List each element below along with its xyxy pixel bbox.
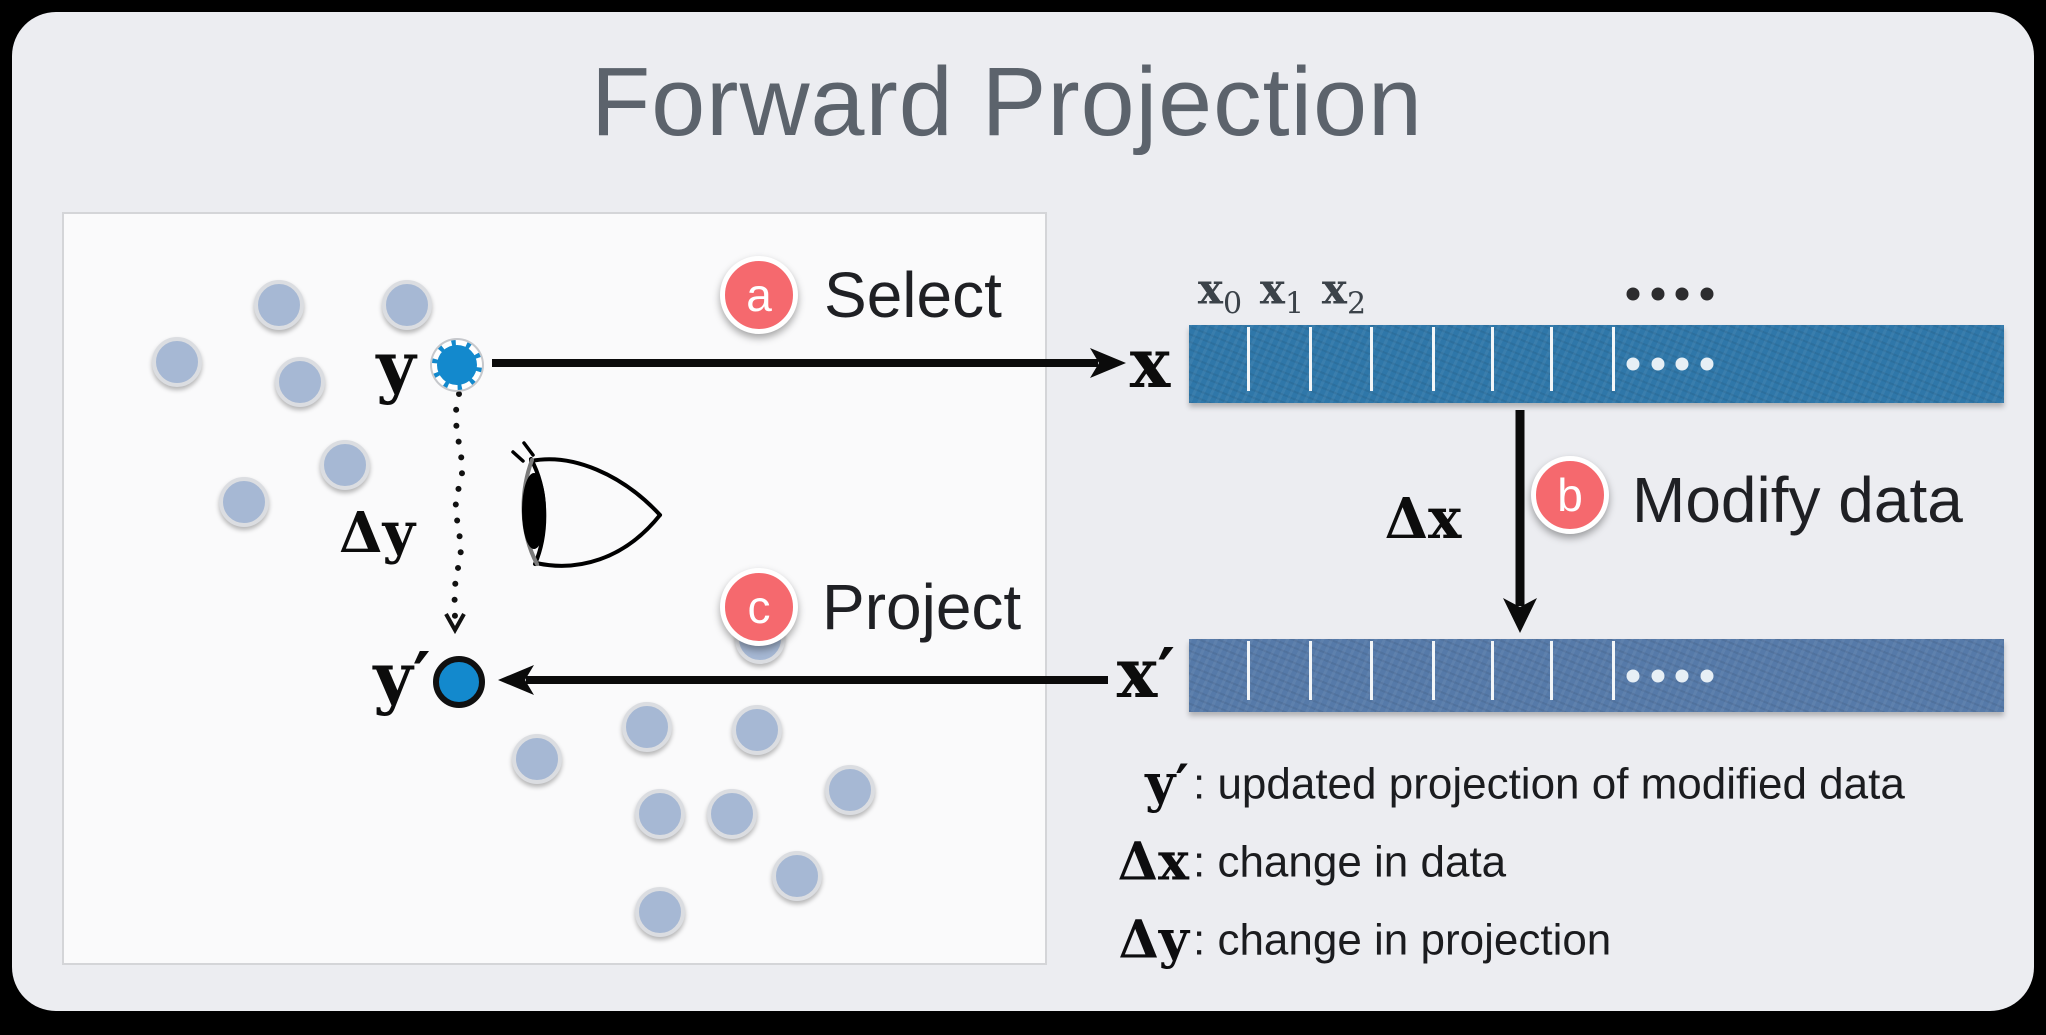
- vector-cell-separator: [1247, 641, 1250, 700]
- updated-point-label: y′: [373, 638, 431, 718]
- page-title: Forward Projection: [590, 47, 1424, 156]
- selected-point-label: y: [376, 327, 416, 407]
- vector-ellipsis-dot: [1651, 669, 1665, 682]
- vector-ellipsis-dot: [1626, 669, 1640, 682]
- delta-x-label: Δx: [1384, 486, 1462, 552]
- legend-symbol: Δy: [1118, 909, 1189, 971]
- data-point[interactable]: [320, 440, 370, 490]
- data-point[interactable]: [219, 477, 269, 527]
- data-point[interactable]: [635, 887, 685, 937]
- cell-label-x1: x1: [1260, 265, 1304, 322]
- vector-cell-separator: [1612, 641, 1615, 700]
- legend-symbol: y′: [1145, 753, 1189, 815]
- vector-cell-separator: [1432, 327, 1435, 391]
- step-b-badge: b: [1531, 456, 1609, 534]
- vector-cell-separator: [1612, 327, 1615, 391]
- data-point[interactable]: [772, 851, 822, 901]
- vector-cell-separator: [1491, 641, 1494, 700]
- legend-symbol: Δx: [1117, 831, 1189, 893]
- data-point[interactable]: [254, 280, 304, 330]
- step-a-label: Select: [824, 259, 1002, 331]
- step-c-letter: c: [747, 581, 771, 633]
- step-a-letter: a: [746, 269, 772, 321]
- modified-vector-bar: [1189, 639, 2004, 712]
- step-b-label: Modify data: [1632, 464, 1963, 536]
- slide-card: Forward Projection: [12, 12, 2034, 1011]
- data-point[interactable]: [707, 789, 757, 839]
- vector-cell-separator: [1432, 641, 1435, 700]
- vector-ellipsis-dot: [1700, 669, 1714, 682]
- updated-projection-point: [433, 656, 485, 708]
- vector-cell-separator: [1370, 327, 1373, 391]
- vector-ellipsis-dot: [1675, 669, 1689, 682]
- step-b-letter: b: [1557, 469, 1583, 521]
- data-point[interactable]: [382, 280, 432, 330]
- vector-cell-separator: [1550, 327, 1553, 391]
- header-ellipsis-dot: [1700, 287, 1714, 301]
- vector-ellipsis-dot: [1675, 357, 1689, 371]
- cell-label-sub: 1: [1284, 286, 1305, 322]
- modify-arrow: [1503, 410, 1537, 633]
- data-point[interactable]: [152, 337, 202, 387]
- vector-cell-separator: [1370, 641, 1373, 700]
- vector-ellipsis-dot: [1626, 357, 1640, 371]
- data-point[interactable]: [635, 789, 685, 839]
- cell-label-sub: 2: [1346, 286, 1367, 322]
- vector-cell-separator: [1550, 641, 1553, 700]
- cell-label-base: x: [1321, 264, 1347, 314]
- vector-cell-separator: [1491, 327, 1494, 391]
- cell-label-base: x: [1197, 264, 1223, 314]
- legend-row-delta-y: Δy : change in projection: [1115, 910, 1611, 971]
- header-ellipsis-dot: [1675, 287, 1689, 301]
- step-c-label: Project: [822, 571, 1022, 643]
- data-point[interactable]: [622, 702, 672, 752]
- cell-label-sub: 0: [1222, 286, 1243, 322]
- vector-cell-separator: [1309, 641, 1312, 700]
- step-c-badge: c: [720, 568, 798, 646]
- cell-label-x0: x0: [1198, 265, 1242, 322]
- data-vector-label: x: [1129, 324, 1171, 404]
- legend-row-delta-x: Δx : change in data: [1115, 831, 1507, 893]
- data-vector-bar[interactable]: [1189, 325, 2004, 403]
- cell-label-base: x: [1259, 264, 1285, 314]
- modified-vector-label: x′: [1116, 634, 1176, 714]
- data-point[interactable]: [732, 705, 782, 755]
- data-point[interactable]: [512, 734, 562, 784]
- vector-ellipsis-dot: [1651, 357, 1665, 371]
- data-point[interactable]: [825, 765, 875, 815]
- legend-text: : change in projection: [1193, 915, 1612, 964]
- projection-scatter-panel: [62, 212, 1047, 965]
- vector-ellipsis-dot: [1700, 357, 1714, 371]
- selected-point[interactable]: [432, 340, 482, 390]
- legend-text: : updated projection of modified data: [1193, 759, 1905, 808]
- delta-y-label: Δy: [339, 500, 415, 566]
- legend-row-y-prime: y′ : updated projection of modified data: [1115, 754, 1905, 815]
- header-ellipsis-dot: [1626, 287, 1640, 301]
- vector-cell-separator: [1247, 327, 1250, 391]
- cell-label-x2: x2: [1322, 265, 1366, 322]
- header-ellipsis-dot: [1651, 287, 1665, 301]
- vector-cell-separator: [1309, 327, 1312, 391]
- legend-text: : change in data: [1193, 837, 1507, 886]
- step-a-badge: a: [720, 256, 798, 334]
- data-point[interactable]: [275, 357, 325, 407]
